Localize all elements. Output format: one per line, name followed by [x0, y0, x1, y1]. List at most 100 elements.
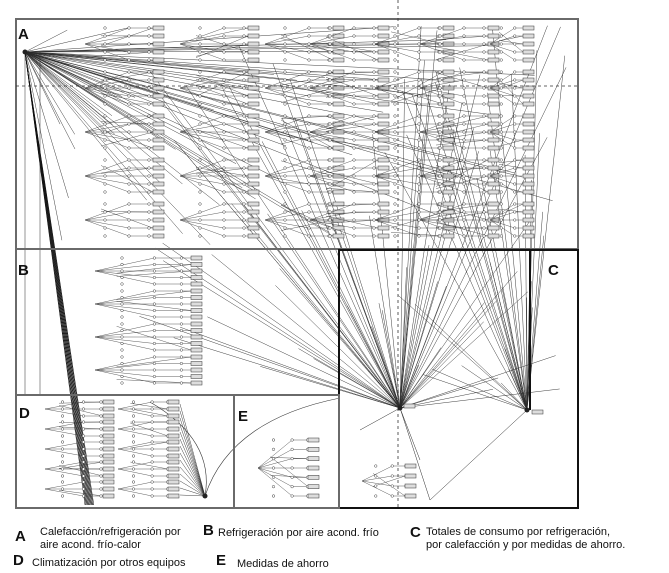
connection-line	[264, 131, 310, 141]
output-block	[332, 101, 345, 107]
output-block	[487, 113, 500, 119]
node	[283, 130, 287, 134]
node	[482, 58, 486, 62]
output-block	[332, 209, 345, 215]
node	[152, 315, 156, 319]
node	[417, 102, 421, 106]
node	[198, 190, 202, 194]
node	[198, 166, 202, 170]
node	[482, 234, 486, 238]
output-block	[487, 69, 500, 75]
node	[499, 94, 503, 98]
connection-line	[24, 51, 113, 116]
output-block	[442, 157, 455, 163]
output-block	[167, 399, 180, 405]
node	[499, 70, 503, 74]
node	[152, 368, 156, 372]
output-block	[487, 145, 500, 151]
connection-line	[257, 439, 293, 469]
connection-line	[264, 131, 310, 149]
node	[352, 174, 356, 178]
connection-line	[94, 270, 155, 285]
connection-line	[419, 131, 465, 149]
connection-line	[399, 286, 447, 409]
node	[372, 146, 376, 150]
node	[198, 102, 202, 106]
output-block	[247, 57, 260, 63]
connection-line	[179, 219, 225, 229]
node	[120, 302, 124, 306]
node	[462, 42, 466, 46]
node	[307, 70, 311, 74]
output-block	[247, 49, 260, 55]
node	[242, 114, 246, 118]
node	[462, 94, 466, 98]
connection-line	[100, 51, 154, 57]
output-block	[102, 466, 115, 472]
connection-line	[270, 457, 309, 459]
output-block	[377, 77, 390, 83]
legend-key-d: D	[13, 552, 24, 569]
panel-frames	[15, 0, 579, 509]
connection-line	[179, 445, 206, 497]
connection-line	[264, 87, 310, 105]
connection-line	[179, 35, 225, 45]
connection-line	[309, 43, 355, 53]
node	[131, 454, 136, 458]
node	[152, 302, 156, 306]
connection-line	[419, 87, 465, 105]
node	[462, 146, 466, 150]
output-block	[167, 406, 180, 412]
connection-line	[435, 175, 489, 189]
node	[198, 210, 202, 214]
output-block	[377, 113, 390, 119]
node	[120, 308, 124, 313]
output-block	[102, 406, 115, 412]
node	[198, 158, 202, 162]
node	[271, 475, 276, 479]
node	[222, 122, 226, 126]
legend-text-e-1: Medidas de ahorro	[237, 558, 329, 570]
output-block	[442, 145, 455, 151]
connection-line	[84, 167, 130, 177]
node	[417, 226, 421, 230]
node	[127, 234, 131, 238]
node	[417, 158, 421, 162]
connection-line	[489, 35, 515, 45]
connection-line	[264, 219, 310, 237]
connection-line	[24, 51, 458, 178]
node	[242, 58, 246, 62]
node	[328, 78, 332, 82]
output-block	[152, 25, 165, 31]
node	[242, 166, 246, 170]
output-block	[487, 189, 500, 195]
node	[271, 494, 276, 498]
node	[352, 226, 356, 230]
node	[393, 50, 397, 54]
connection-line	[195, 129, 249, 141]
node	[307, 86, 311, 90]
output-block	[332, 137, 345, 143]
node-cluster	[179, 159, 249, 193]
panel-label-e: E	[238, 408, 249, 425]
node	[513, 234, 517, 238]
node-clusters	[44, 25, 544, 499]
output-block	[167, 433, 180, 439]
connection-line	[309, 219, 355, 229]
connection-line	[24, 51, 515, 174]
connection-line	[24, 51, 459, 82]
connection-line	[116, 264, 192, 274]
node	[462, 26, 466, 30]
output-block	[522, 165, 535, 171]
output-block	[332, 233, 345, 239]
node	[328, 102, 332, 106]
node	[352, 34, 356, 38]
connection-line	[411, 93, 528, 411]
connection-line	[195, 35, 249, 58]
node	[393, 102, 397, 106]
node	[352, 42, 356, 46]
connection-line	[179, 417, 206, 497]
legend-text-a-2: aire acond. frío-calor	[40, 539, 141, 551]
node	[131, 460, 136, 464]
connection-line	[24, 51, 69, 199]
